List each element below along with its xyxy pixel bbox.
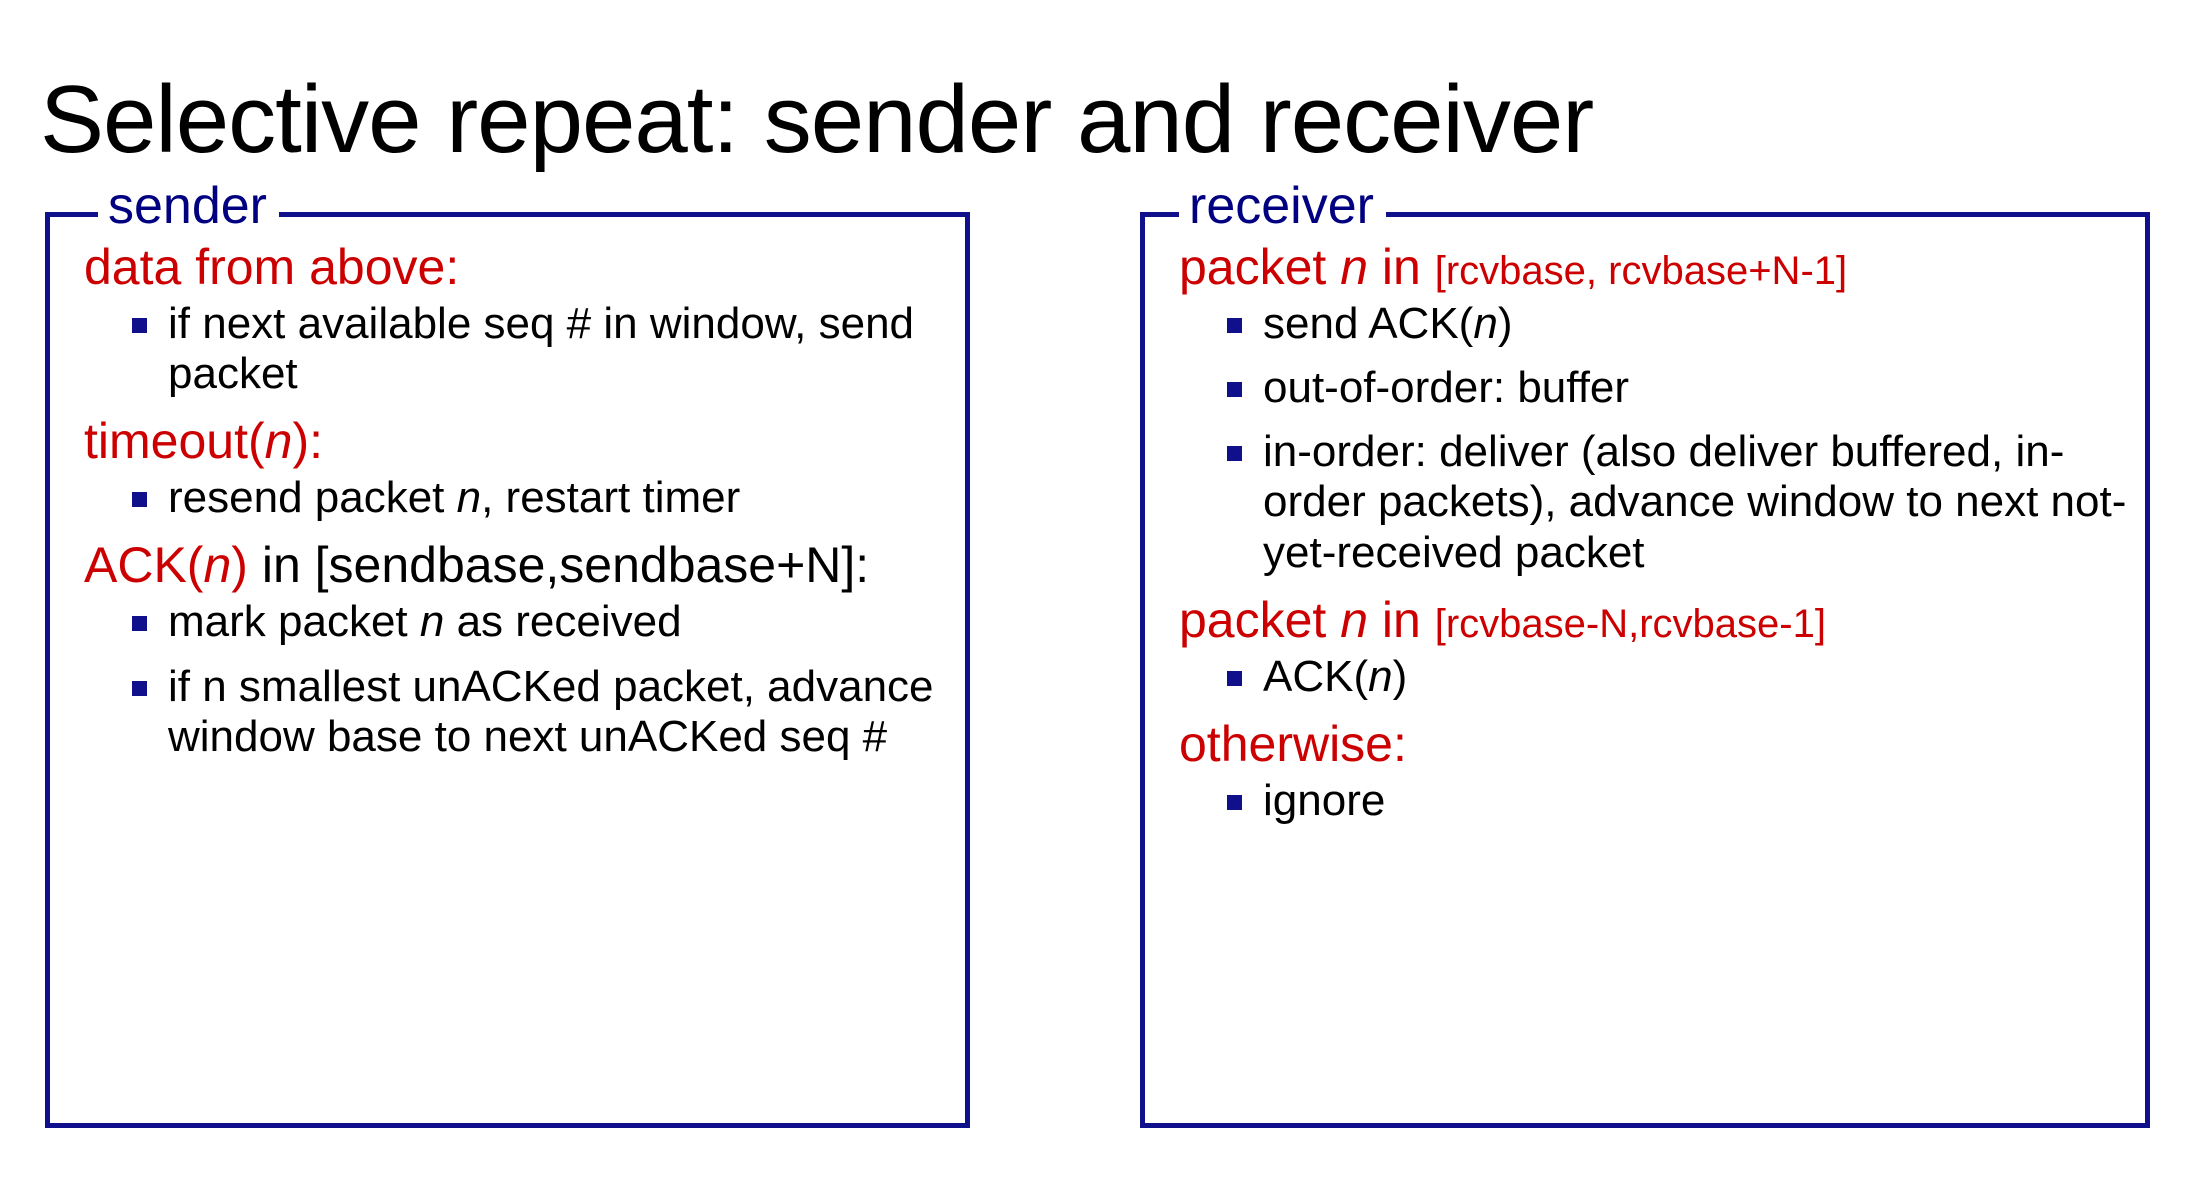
receiver-bullet-list: ignore <box>1179 776 2139 826</box>
receiver-section-heading: otherwise: <box>1179 716 2139 772</box>
sender-content: data from above:if next available seq # … <box>50 217 965 776</box>
text-run: ) <box>231 537 248 594</box>
text-run: n <box>456 473 482 523</box>
list-item: out-of-order: buffer <box>1227 363 2139 413</box>
text-run: n <box>419 597 445 647</box>
text-run: ) <box>1392 651 1408 701</box>
text-run: [rcvbase, rcvbase+N-1] <box>1434 249 1848 293</box>
sender-section-heading: timeout(n): <box>84 413 959 469</box>
text-run: in <box>1368 591 1435 648</box>
text-run: send ACK( <box>1263 299 1474 348</box>
sender-bullet-list: if next available seq # in window, send … <box>84 299 959 399</box>
text-run: in [sendbase,sendbase+N]: <box>247 537 870 594</box>
text-run: out-of-order: buffer <box>1263 363 1630 413</box>
text-run: n <box>1340 591 1369 648</box>
receiver-content: packet n in [rcvbase, rcvbase+N-1]send A… <box>1145 217 2145 840</box>
text-run: packet <box>1179 591 1341 648</box>
list-item: send ACK(n) <box>1227 299 2139 349</box>
text-run: packet <box>1179 239 1341 295</box>
list-item: ACK(n) <box>1227 652 2139 702</box>
sender-section-heading: data from above: <box>84 239 959 295</box>
page-title: Selective repeat: sender and receiver <box>40 66 1594 174</box>
text-run: ignore <box>1263 775 1386 825</box>
list-item: ignore <box>1227 776 2139 826</box>
text-run: otherwise: <box>1179 715 1407 772</box>
text-run: mark packet <box>168 597 420 647</box>
receiver-bullet-list: ACK(n) <box>1179 652 2139 702</box>
text-run: in-order: deliver (also deliver buffered… <box>1263 427 2127 577</box>
text-run: timeout( <box>84 413 265 470</box>
text-run: in <box>1368 239 1435 295</box>
text-run: [rcvbase-N,rcvbase-1] <box>1434 601 1826 646</box>
receiver-group-legend: receiver <box>1179 180 1386 232</box>
text-run: , restart timer <box>481 473 741 523</box>
list-item: resend packet n, restart timer <box>132 473 959 523</box>
text-run: if next available seq # in window, send … <box>168 299 915 399</box>
sender-group-box: sender data from above:if next available… <box>45 180 970 1128</box>
sender-bullet-list: mark packet n as received if n smallest u… <box>84 597 959 761</box>
text-run: resend packet <box>168 473 457 523</box>
text-run: n <box>1340 239 1369 295</box>
receiver-group-box: receiver packet n in [rcvbase, rcvbase+N… <box>1140 180 2150 1128</box>
text-run: n <box>203 537 232 594</box>
text-run: if n smallest unACKed packet, advance wi… <box>168 661 934 761</box>
text-run: n <box>264 413 293 470</box>
list-item: if n smallest unACKed packet, advance wi… <box>132 662 959 762</box>
text-run: ): <box>292 413 323 470</box>
sender-group-legend: sender <box>98 180 279 232</box>
text-run: as received <box>444 597 682 647</box>
text-run: ) <box>1497 299 1513 348</box>
text-run: ACK( <box>1263 651 1369 701</box>
text-run: n <box>1473 299 1498 348</box>
sender-section-heading: ACK(n) in [sendbase,sendbase+N]: <box>84 537 959 593</box>
sender-bullet-list: resend packet n, restart timer <box>84 473 959 523</box>
receiver-bullet-list: send ACK(n) out-of-order: buffer in-order:… <box>1179 299 2139 578</box>
list-item: if next available seq # in window, send … <box>132 299 959 399</box>
list-item: mark packet n as received <box>132 597 959 647</box>
receiver-section-heading: packet n in [rcvbase, rcvbase+N-1] <box>1179 239 2139 295</box>
list-item: in-order: deliver (also deliver buffered… <box>1227 427 2139 577</box>
receiver-section-heading: packet n in [rcvbase-N,rcvbase-1] <box>1179 592 2139 648</box>
text-run: ACK( <box>84 537 204 594</box>
text-run: n <box>1368 651 1393 701</box>
text-run: data from above: <box>84 239 460 295</box>
